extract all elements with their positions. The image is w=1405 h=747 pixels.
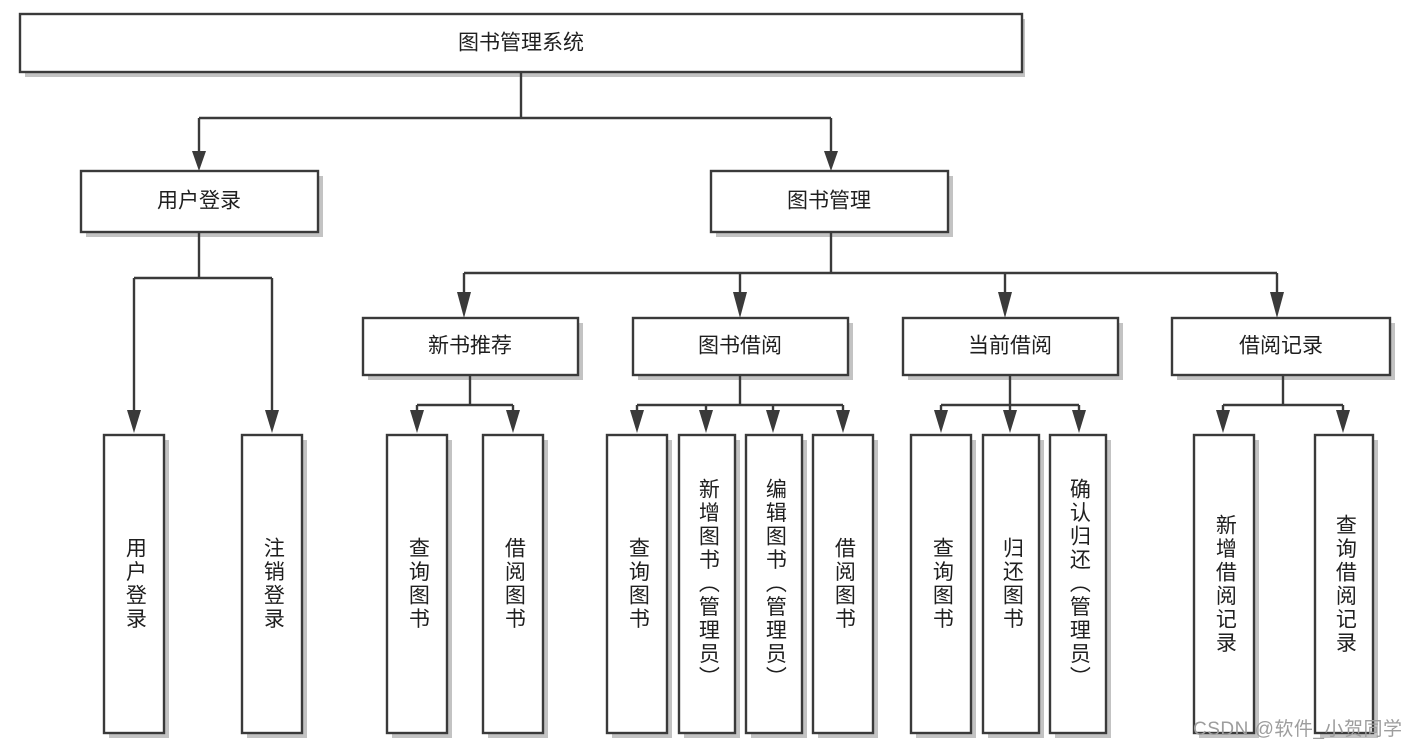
node-book-manage-label: 图书管理: [787, 190, 871, 213]
node-book-borrow-box[interactable]: [631, 316, 850, 377]
node-new-book-recommend-label: 新书推荐: [428, 335, 512, 358]
node-user-login-box[interactable]: [79, 169, 320, 234]
leaf-box[interactable]: [981, 433, 1041, 735]
leaf-box[interactable]: [385, 433, 449, 735]
node-root-label: 图书管理系统: [458, 32, 584, 55]
leaf-box[interactable]: [1048, 433, 1108, 735]
leaf-box[interactable]: [240, 433, 304, 735]
node-user-login-label: 用户登录: [157, 190, 241, 213]
node-book-borrow-label: 图书借阅: [698, 335, 782, 358]
leaf-box[interactable]: [677, 433, 737, 735]
leaf-box[interactable]: [605, 433, 669, 735]
node-borrow-record-box[interactable]: [1170, 316, 1392, 377]
leaf-box[interactable]: [1313, 433, 1375, 735]
connectors: [127, 72, 1350, 433]
node-current-borrow-box[interactable]: [901, 316, 1120, 377]
node-book-manage-box[interactable]: [709, 169, 950, 234]
node-current-borrow-label: 当前借阅: [968, 335, 1052, 358]
leaf-box[interactable]: [481, 433, 545, 735]
leaf-box[interactable]: [909, 433, 973, 735]
leaf-box[interactable]: [744, 433, 804, 735]
leaf-box[interactable]: [102, 433, 166, 735]
node-borrow-record-label: 借阅记录: [1239, 335, 1323, 358]
node-root-box[interactable]: [18, 12, 1024, 74]
leaf-box[interactable]: [811, 433, 875, 735]
node-new-book-recommend-box[interactable]: [361, 316, 580, 377]
csdn-watermark: CSDN @软件_小贺同学: [1193, 719, 1403, 740]
leaf-box[interactable]: [1192, 433, 1256, 735]
